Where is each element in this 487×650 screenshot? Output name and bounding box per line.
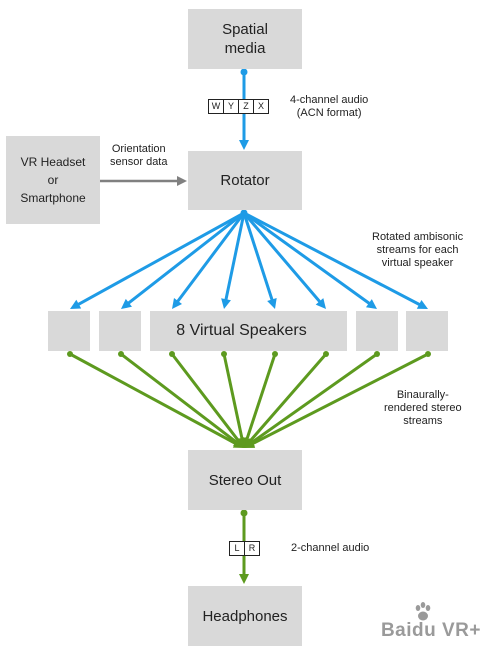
binaural-streams-note: Binaurally- rendered stereo streams: [384, 389, 462, 427]
rotated-stream-arrow-3-head: [172, 298, 182, 309]
rotated-stream-arrow-1-head: [70, 299, 82, 309]
channel-l: L: [229, 541, 245, 556]
channel-r: R: [244, 541, 260, 556]
rotated-streams-note: Rotated ambisonic streams for each virtu…: [372, 231, 464, 269]
rotated-stream-arrow-2-head: [121, 298, 132, 309]
rotated-stream-arrow-5: [242, 211, 274, 301]
rotated-stream-arrow-6: [242, 211, 322, 303]
binaural-stream-arrow-5: [245, 352, 277, 441]
virtual-speaker-2: [99, 311, 141, 351]
binaural-stream-arrow-3: [170, 352, 240, 442]
rotated-stream-arrow-2: [127, 211, 246, 305]
rotator-node: Rotator: [188, 151, 302, 210]
spatial-media-node: Spatial media: [188, 9, 302, 69]
rotated-stream-arrow-8-head: [416, 299, 428, 309]
rotated-stream-arrow-3: [176, 211, 246, 303]
rotated-stream-arrow-4-head: [221, 298, 231, 309]
channel-z: Z: [238, 99, 254, 114]
binaural-stream-arrow-8: [251, 352, 430, 445]
vr-headset-node: VR Headset or Smartphone: [6, 136, 100, 224]
four-channel-audio-note: 4-channel audio (ACN format): [290, 94, 369, 119]
binaural-stream-arrow-7: [250, 352, 379, 444]
baidu-vr-watermark: Baidu VR+: [380, 620, 481, 641]
ambisonic-channel-labels: W Y Z X: [208, 99, 269, 114]
channel-y: Y: [223, 99, 239, 114]
rotated-stream-arrow-7-head: [365, 299, 377, 309]
virtual-speaker-1: [48, 311, 90, 351]
virtual-speakers-label: 8 Virtual Speakers: [151, 311, 332, 351]
stereo-out-node: Stereo Out: [188, 450, 302, 510]
rotated-stream-arrow-5-head: [267, 297, 277, 309]
binaural-stream-arrow-4: [222, 352, 244, 440]
binaural-stream-arrow-8-head: [244, 438, 256, 448]
binaural-stream-arrow-2: [119, 352, 238, 444]
binaural-stream-arrow-6: [249, 352, 328, 442]
baidu-paw-icon: [415, 602, 431, 621]
orientation-note: Orientation sensor data: [110, 143, 168, 168]
channel-w: W: [208, 99, 224, 114]
spatial-to-rotator-arrow-head: [239, 140, 249, 150]
stereo-to-headphones-arrow-head: [239, 574, 249, 584]
headphones-node: Headphones: [188, 586, 302, 646]
channel-x: X: [253, 99, 269, 114]
orientation-arrow-head: [177, 176, 187, 186]
rotated-stream-arrow-6-head: [315, 298, 326, 309]
rotated-stream-arrow-1: [77, 211, 246, 306]
two-channel-audio-note: 2-channel audio: [291, 542, 370, 554]
rotated-stream-arrow-8: [242, 211, 421, 306]
rotated-stream-arrow-7: [242, 211, 371, 305]
virtual-speaker-8: [406, 311, 448, 351]
virtual-speaker-7: [356, 311, 398, 351]
rotated-stream-arrow-4: [224, 211, 246, 301]
binaural-stream-arrow-1: [68, 352, 237, 445]
stereo-channel-labels: L R: [229, 541, 260, 556]
